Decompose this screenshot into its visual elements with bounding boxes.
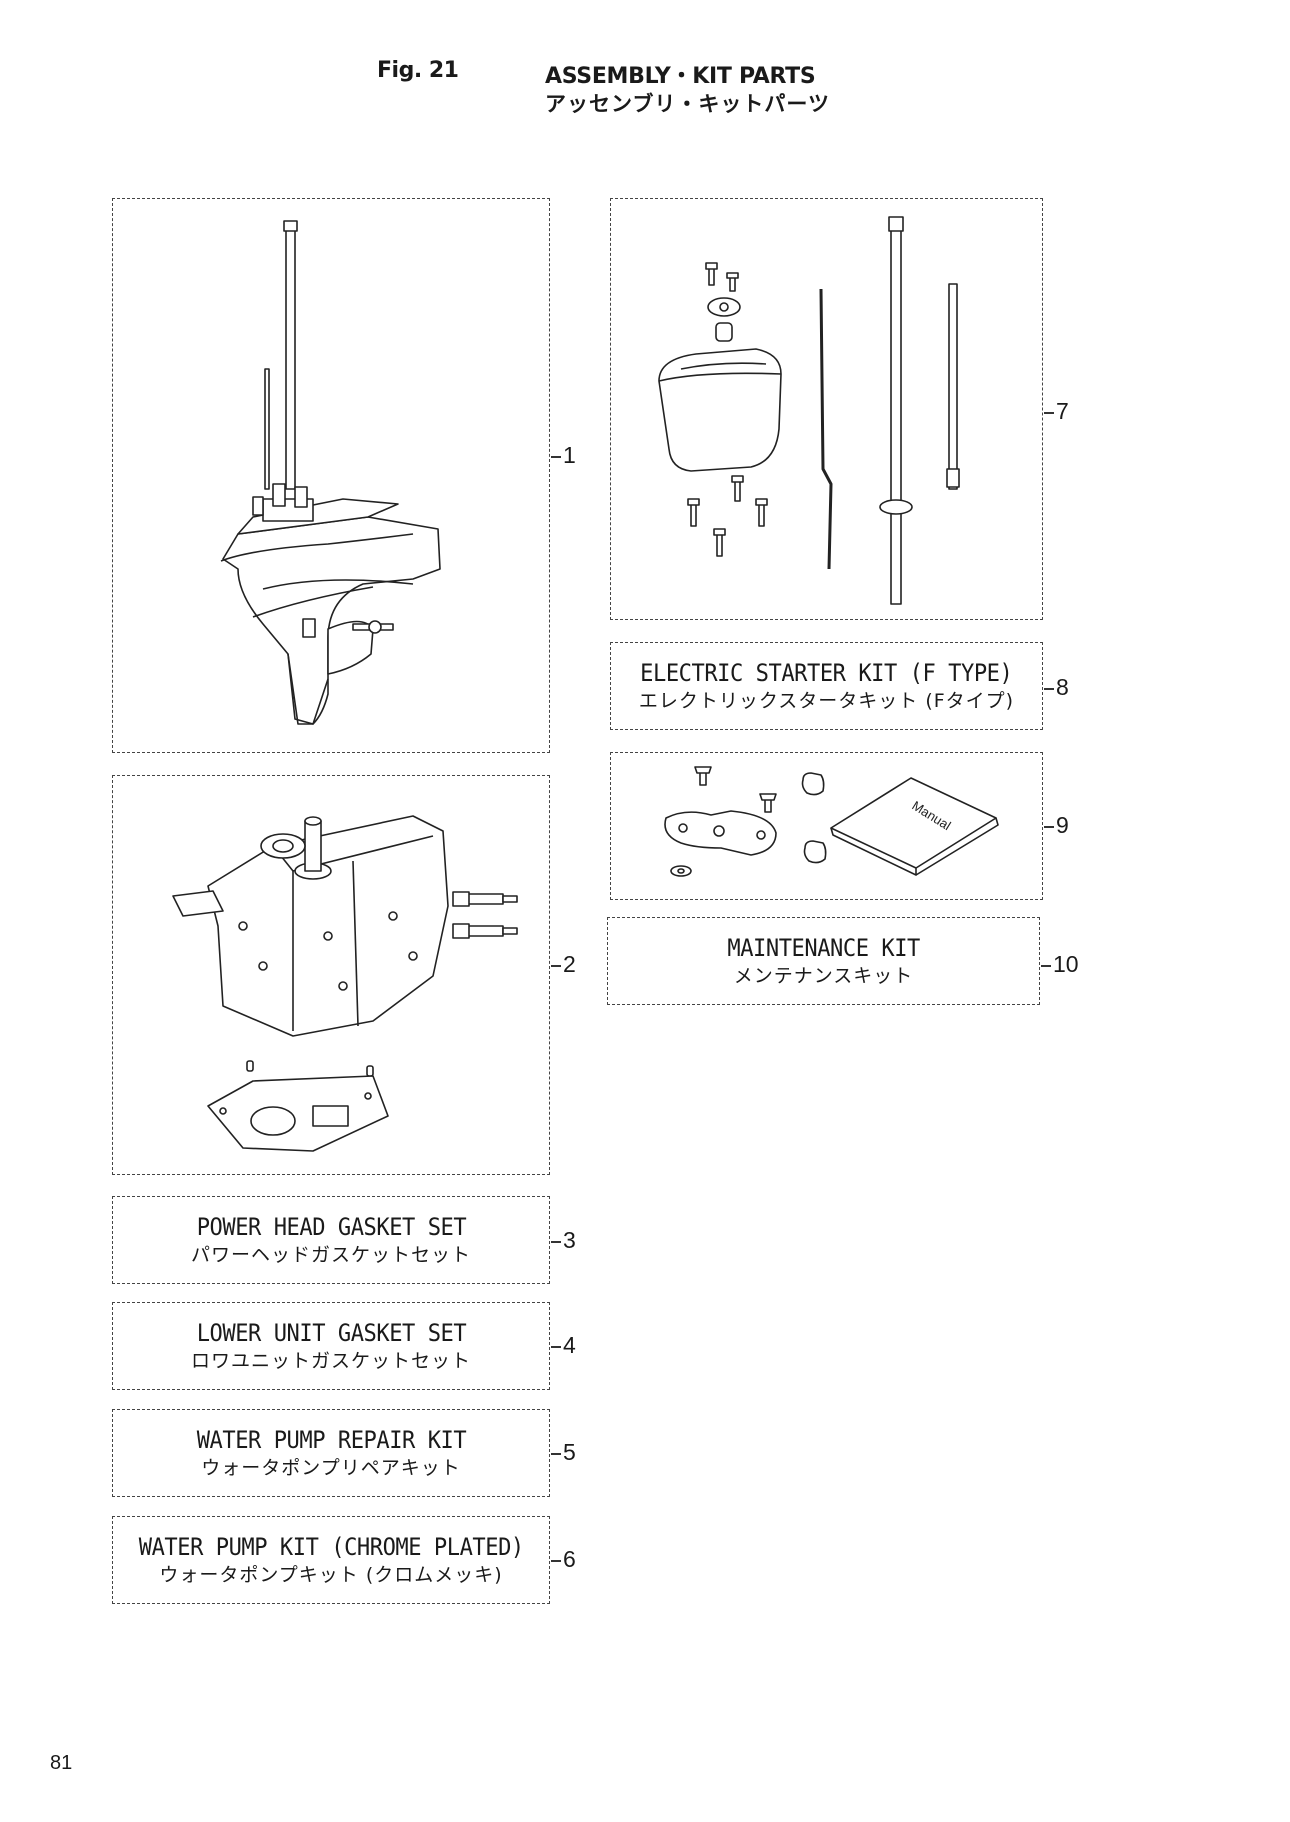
maintenance-kit-label-jp: メンテナンスキット xyxy=(733,965,914,987)
maintenance-kit-label: MAINTENANCE KIT xyxy=(727,934,920,962)
water-pump-kit-chrome-label: WATER PUMP KIT (CHROME PLATED) xyxy=(138,1533,524,1561)
callout-leader-6 xyxy=(551,1560,561,1562)
lower-unit-illustration xyxy=(220,220,441,725)
power-head-assembly-box xyxy=(112,775,550,1175)
callout-1: 1 xyxy=(563,442,576,468)
maintenance-kit-box: MAINTENANCE KIT メンテナンスキット xyxy=(607,917,1040,1005)
drive-shaft-housing-box xyxy=(610,198,1043,620)
lower-unit-gasket-set-label: LOWER UNIT GASKET SET xyxy=(196,1319,466,1347)
water-pump-kit-chrome-label-jp: ウォータポンプキット (クロムメッキ) xyxy=(159,1564,503,1586)
callout-6: 6 xyxy=(563,1546,576,1572)
power-head-illustration xyxy=(172,815,518,1152)
lower-unit-gasket-set-box: LOWER UNIT GASKET SET ロワユニットガスケットセット xyxy=(112,1302,550,1390)
power-head-gasket-set-label: POWER HEAD GASKET SET xyxy=(196,1213,466,1241)
page-title: ASSEMBLY・KIT PARTS xyxy=(545,64,816,89)
water-pump-repair-kit-box: WATER PUMP REPAIR KIT ウォータポンプリペアキット xyxy=(112,1409,550,1497)
electric-starter-kit-label: ELECTRIC STARTER KIT (F TYPE) xyxy=(640,659,1013,687)
callout-leader-9 xyxy=(1044,826,1054,828)
lower-unit-assembly-box xyxy=(112,198,550,753)
drive-shaft-housing-illustration xyxy=(658,216,960,605)
accessory-parts-box: Manual xyxy=(610,752,1043,900)
callout-leader-3 xyxy=(551,1241,561,1243)
figure-number: Fig. 21 xyxy=(377,58,459,83)
callout-leader-1 xyxy=(551,456,561,458)
water-pump-repair-kit-label-jp: ウォータポンプリペアキット xyxy=(201,1457,461,1479)
lower-unit-gasket-set-label-jp: ロワユニットガスケットセット xyxy=(190,1350,471,1372)
callout-leader-4 xyxy=(551,1346,561,1348)
electric-starter-kit-label-jp: エレクトリックスタータキット (Fタイプ) xyxy=(638,690,1015,712)
page-number: 81 xyxy=(50,1752,73,1774)
callout-4: 4 xyxy=(563,1332,576,1358)
callout-leader-5 xyxy=(551,1453,561,1455)
callout-8: 8 xyxy=(1056,674,1069,700)
callout-leader-7 xyxy=(1044,412,1054,414)
callout-9: 9 xyxy=(1056,812,1069,838)
callout-2: 2 xyxy=(563,951,576,977)
power-head-gasket-set-label-jp: パワーヘッドガスケットセット xyxy=(190,1244,471,1266)
water-pump-repair-kit-label: WATER PUMP REPAIR KIT xyxy=(196,1426,466,1454)
water-pump-kit-chrome-box: WATER PUMP KIT (CHROME PLATED) ウォータポンプキッ… xyxy=(112,1516,550,1604)
callout-10: 10 xyxy=(1053,951,1079,977)
callout-5: 5 xyxy=(563,1439,576,1465)
callout-leader-2 xyxy=(551,965,561,967)
power-head-gasket-set-box: POWER HEAD GASKET SET パワーヘッドガスケットセット xyxy=(112,1196,550,1284)
callout-7: 7 xyxy=(1056,398,1069,424)
callout-leader-10 xyxy=(1041,965,1051,967)
page-title-japanese: アッセンブリ・キットパーツ xyxy=(545,92,830,116)
callout-3: 3 xyxy=(563,1227,576,1253)
callout-leader-8 xyxy=(1044,688,1054,690)
accessory-parts-illustration: Manual xyxy=(664,766,999,877)
electric-starter-kit-box: ELECTRIC STARTER KIT (F TYPE) エレクトリックスター… xyxy=(610,642,1043,730)
